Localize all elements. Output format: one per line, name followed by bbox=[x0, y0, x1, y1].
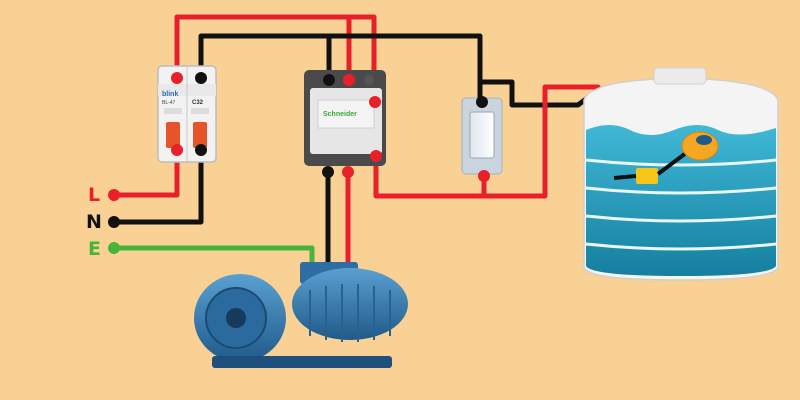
breaker-terminal-bot-n bbox=[195, 144, 207, 156]
breaker-brand: blink bbox=[162, 91, 178, 98]
breaker-terminal-top-n bbox=[195, 72, 207, 84]
contactor-terminal-top3 bbox=[364, 75, 374, 85]
contactor-terminal-coil bbox=[370, 150, 382, 162]
pump-base bbox=[212, 356, 392, 368]
contactor-terminal-out-l bbox=[342, 166, 354, 178]
breaker-terminal-top-l bbox=[171, 72, 183, 84]
contactor-terminal-a2 bbox=[369, 96, 381, 108]
float-cable bbox=[613, 174, 637, 180]
contactor: Schneider bbox=[304, 70, 386, 178]
wires bbox=[109, 14, 617, 278]
circuit-breaker: blink BL-47 C32 bbox=[157, 65, 217, 163]
terminal-label-line: L bbox=[88, 184, 100, 206]
switch-terminal-top bbox=[476, 96, 488, 108]
contactor-terminal-l1 bbox=[343, 74, 355, 86]
contactor-terminal-out-n bbox=[322, 166, 334, 178]
water-pump bbox=[194, 262, 408, 368]
contactor-terminal-a1 bbox=[323, 74, 335, 86]
terminal-dot-neutral bbox=[108, 216, 120, 228]
supply-terminals: L N E bbox=[86, 184, 120, 260]
contactor-brand: Schneider bbox=[323, 111, 357, 118]
water-tank bbox=[583, 67, 779, 281]
breaker-lever-left bbox=[166, 122, 180, 148]
tank-ribs bbox=[585, 158, 777, 251]
tank-water bbox=[586, 125, 776, 276]
pump-motor-body bbox=[292, 268, 408, 340]
terminal-dot-earth bbox=[108, 242, 120, 254]
wire-red-line-input bbox=[174, 14, 377, 103]
switch-rocker bbox=[469, 111, 495, 159]
wire-red-coil-return bbox=[373, 155, 548, 199]
wire-green-earth bbox=[111, 245, 315, 278]
switch-terminal-bottom bbox=[478, 170, 490, 182]
terminal-label-neutral: N bbox=[86, 211, 102, 233]
wire-black-neutral-input bbox=[198, 33, 483, 103]
wire-black-supply bbox=[109, 147, 204, 225]
wall-switch bbox=[461, 96, 503, 182]
breaker-terminal-bot-l bbox=[171, 144, 183, 156]
breaker-lever-right bbox=[193, 122, 207, 148]
terminal-label-earth: E bbox=[88, 238, 101, 260]
float-clamp bbox=[636, 168, 658, 184]
terminal-dot-line bbox=[108, 189, 120, 201]
breaker-model: BL-47 bbox=[162, 100, 176, 106]
wire-red-to-float bbox=[542, 84, 601, 183]
wire-red-supply bbox=[109, 147, 180, 198]
tank-lid bbox=[653, 67, 707, 85]
breaker-rating: C32 bbox=[192, 100, 204, 106]
